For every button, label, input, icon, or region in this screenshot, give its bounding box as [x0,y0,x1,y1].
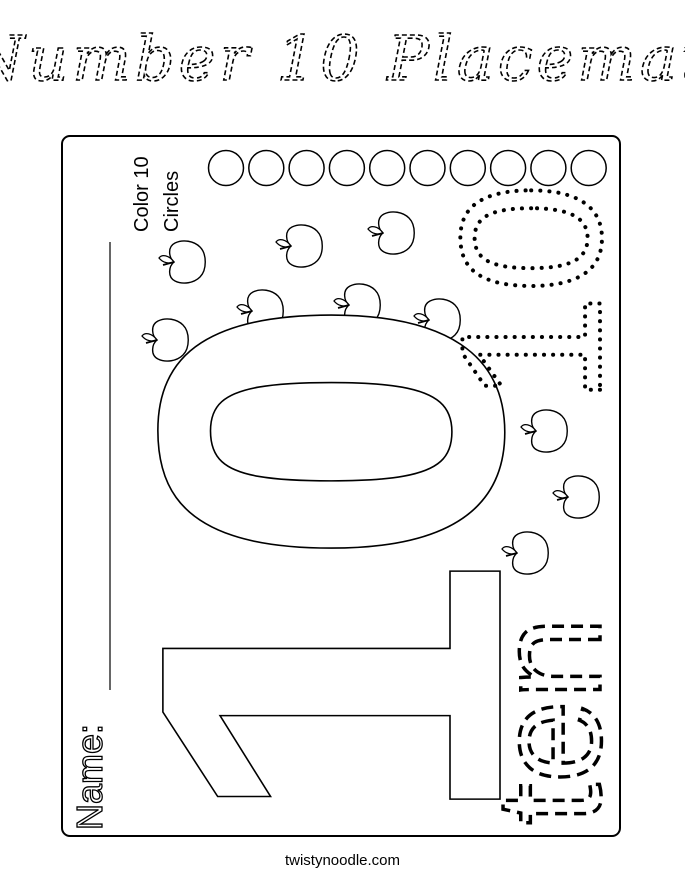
trace-word-dashed[interactable]: ten [462,615,634,827]
instruction-line-2: Circles [161,171,183,232]
circle-icon[interactable] [530,149,567,187]
placemat-frame [61,135,621,837]
circle-icon[interactable] [449,149,487,187]
apple-icon[interactable] [552,475,600,519]
circle-icon[interactable] [409,149,446,187]
page-title: Number 10 Placemat [0,22,685,95]
apple-icon[interactable] [413,298,461,342]
apples [141,211,600,575]
circle-icon[interactable] [207,149,245,187]
apple-icon[interactable] [333,283,381,327]
instruction-line-1: Color 10 [131,156,153,232]
apple-icon[interactable] [367,211,415,255]
circle-icon[interactable] [328,149,366,187]
apple-icon[interactable] [275,224,323,268]
apple-icon[interactable] [141,318,189,362]
apple-icon[interactable] [501,531,549,575]
circle-icon[interactable] [248,149,285,187]
big-numeral-outline[interactable]: 10 [55,304,605,831]
trace-numeral-dotted[interactable]: 10 [418,181,645,407]
circle-icon[interactable] [368,149,406,187]
site-credit: twistynoodle.com [284,852,401,869]
circle-icon[interactable] [570,149,607,187]
apple-icon[interactable] [236,289,284,333]
circle-icon[interactable] [288,149,325,187]
apple-icon[interactable] [158,240,206,284]
coloring-circles [207,149,607,187]
apple-icon[interactable] [520,409,568,453]
title-banner: Number 10 Placemat [0,21,685,96]
circle-icon[interactable] [489,149,527,187]
name-label: Name: [69,724,110,830]
